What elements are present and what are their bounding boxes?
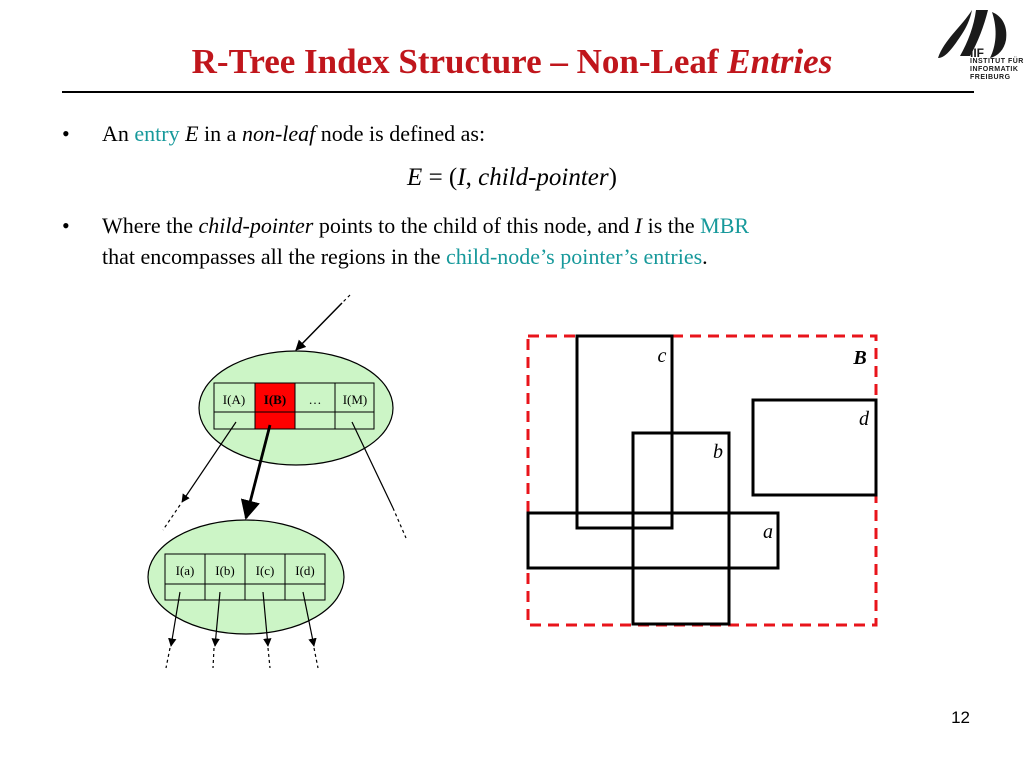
slide-title: R-Tree Index Structure – Non-Leaf Entrie… xyxy=(0,42,1024,82)
lower-cell-4: I(d) xyxy=(295,563,315,578)
formula-child-pointer: child-pointer xyxy=(478,164,609,191)
logo-abbr: IIF xyxy=(970,46,984,60)
lower-cell-2: I(b) xyxy=(215,563,235,578)
iif-logo-icon xyxy=(938,10,1007,58)
lower-cell-1: I(a) xyxy=(176,563,195,578)
region-d xyxy=(751,398,878,497)
text-run: is the xyxy=(642,213,701,238)
logo-text: INSTITUT FÜR INFORMATIK FREIBURG xyxy=(970,58,1024,82)
upper-cell-highlight xyxy=(255,383,295,429)
lower-node-ellipse xyxy=(147,519,345,635)
lower-cell-3: I(c) xyxy=(256,563,275,578)
upper-cell-3: … xyxy=(309,392,322,407)
region-b xyxy=(631,431,731,626)
bullet-2-line-2: that encompasses all the regions in the … xyxy=(102,241,962,272)
formula-eq: = ( xyxy=(422,164,458,191)
label-b: b xyxy=(713,441,723,463)
pointer-A-dashed xyxy=(162,504,181,531)
bullet-marker-2: • xyxy=(62,213,70,238)
incoming-pointer-arrow xyxy=(295,302,343,351)
text-run: Where the xyxy=(102,213,199,238)
text-run: node is defined as: xyxy=(315,121,486,146)
text-run: . xyxy=(702,244,708,269)
formula-close: ) xyxy=(608,164,617,191)
label-a: a xyxy=(763,521,773,543)
upper-cell-2: I(B) xyxy=(264,392,286,407)
title-italic: Entries xyxy=(727,42,833,81)
term-non-leaf: non-leaf xyxy=(241,121,316,146)
label-B: B xyxy=(852,347,866,369)
text-run: in a xyxy=(198,121,242,146)
rtree-diagram: I(A) I(B) … I(M) I(a) I(b) I(c) I(d) xyxy=(147,294,407,669)
formula-I: I xyxy=(457,164,466,191)
bullet-marker-1: • xyxy=(62,121,70,146)
term-I: I xyxy=(634,213,643,238)
title-main: R-Tree Index Structure – Non-Leaf xyxy=(191,42,728,81)
text-run: An xyxy=(102,121,135,146)
pointer-a-arrow xyxy=(168,591,181,647)
entry-formula: E = (I, child-pointer) xyxy=(0,164,1024,192)
page-number: 12 xyxy=(951,708,970,727)
upper-node-ellipse xyxy=(198,350,394,466)
term-entry: entry xyxy=(134,121,180,146)
pointer-B-arrow xyxy=(240,424,272,520)
pointer-M-dashed xyxy=(392,507,407,539)
bullet-text-2: Where the child-pointer points to the ch… xyxy=(102,210,962,272)
logo-line-3: FREIBURG xyxy=(970,74,1011,81)
term-child-entries: child-node’s pointer’s entries xyxy=(445,244,703,269)
bullet-text-1: An entry E in a non-leaf node is defined… xyxy=(102,118,962,149)
term-E: E xyxy=(185,121,199,146)
pointer-b-dashed xyxy=(212,647,215,669)
lower-node-table xyxy=(164,553,326,601)
text-run: that encompasses all the regions in the xyxy=(102,244,446,269)
upper-cell-1: I(A) xyxy=(223,392,245,407)
term-mbr: MBR xyxy=(700,213,750,238)
region-B-mbr xyxy=(526,334,878,627)
incoming-pointer-dashed xyxy=(341,294,351,304)
logo-line-1: INSTITUT FÜR xyxy=(970,58,1024,65)
title-underline xyxy=(62,91,974,93)
formula-E: E xyxy=(407,164,423,191)
text-run: points to the child of this node, and xyxy=(313,213,635,238)
pointer-c-arrow xyxy=(262,591,272,647)
pointer-c-dashed xyxy=(267,647,271,669)
pointer-M-arrow xyxy=(351,421,394,509)
pointer-a-dashed xyxy=(165,647,171,669)
upper-node-table xyxy=(213,382,375,430)
pointer-b-arrow xyxy=(211,591,221,647)
bullet-2-line-1: Where the child-pointer points to the ch… xyxy=(102,210,962,241)
mbr-region-diagram: B c d b a xyxy=(526,334,878,627)
pointer-d-arrow xyxy=(302,591,317,647)
region-a xyxy=(526,511,780,570)
label-c: c xyxy=(658,345,667,367)
pointer-A-arrow xyxy=(181,421,237,503)
label-d: d xyxy=(859,408,870,430)
pointer-d-dashed xyxy=(313,647,319,669)
logo-line-2: INFORMATIK xyxy=(970,66,1019,73)
upper-cell-4: I(M) xyxy=(343,392,368,407)
term-child-pointer: child-pointer xyxy=(198,213,314,238)
formula-comma: , xyxy=(465,164,479,191)
